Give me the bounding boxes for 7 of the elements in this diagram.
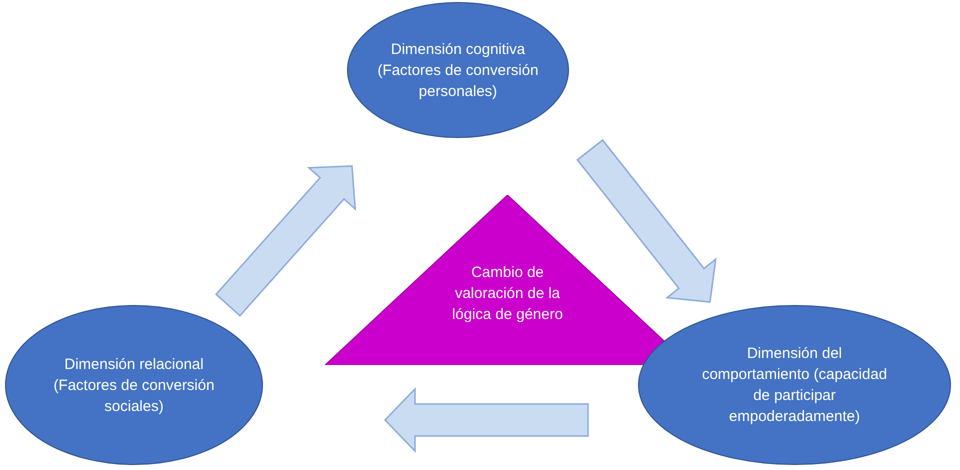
node-label: Dimensión cognitiva (Factores de conversión personales) bbox=[378, 40, 538, 100]
node-label: Dimensión relacional (Factores de conversión sociales) bbox=[54, 356, 214, 414]
node-label: Dimensión del comportamiento (capacidad de participar empoderadamente) bbox=[702, 345, 888, 425]
block-arrow bbox=[215, 165, 356, 317]
node-label: Cambio de valoración de la lógica de género bbox=[451, 263, 564, 325]
block-arrow bbox=[576, 139, 717, 303]
block-arrow bbox=[384, 387, 589, 453]
